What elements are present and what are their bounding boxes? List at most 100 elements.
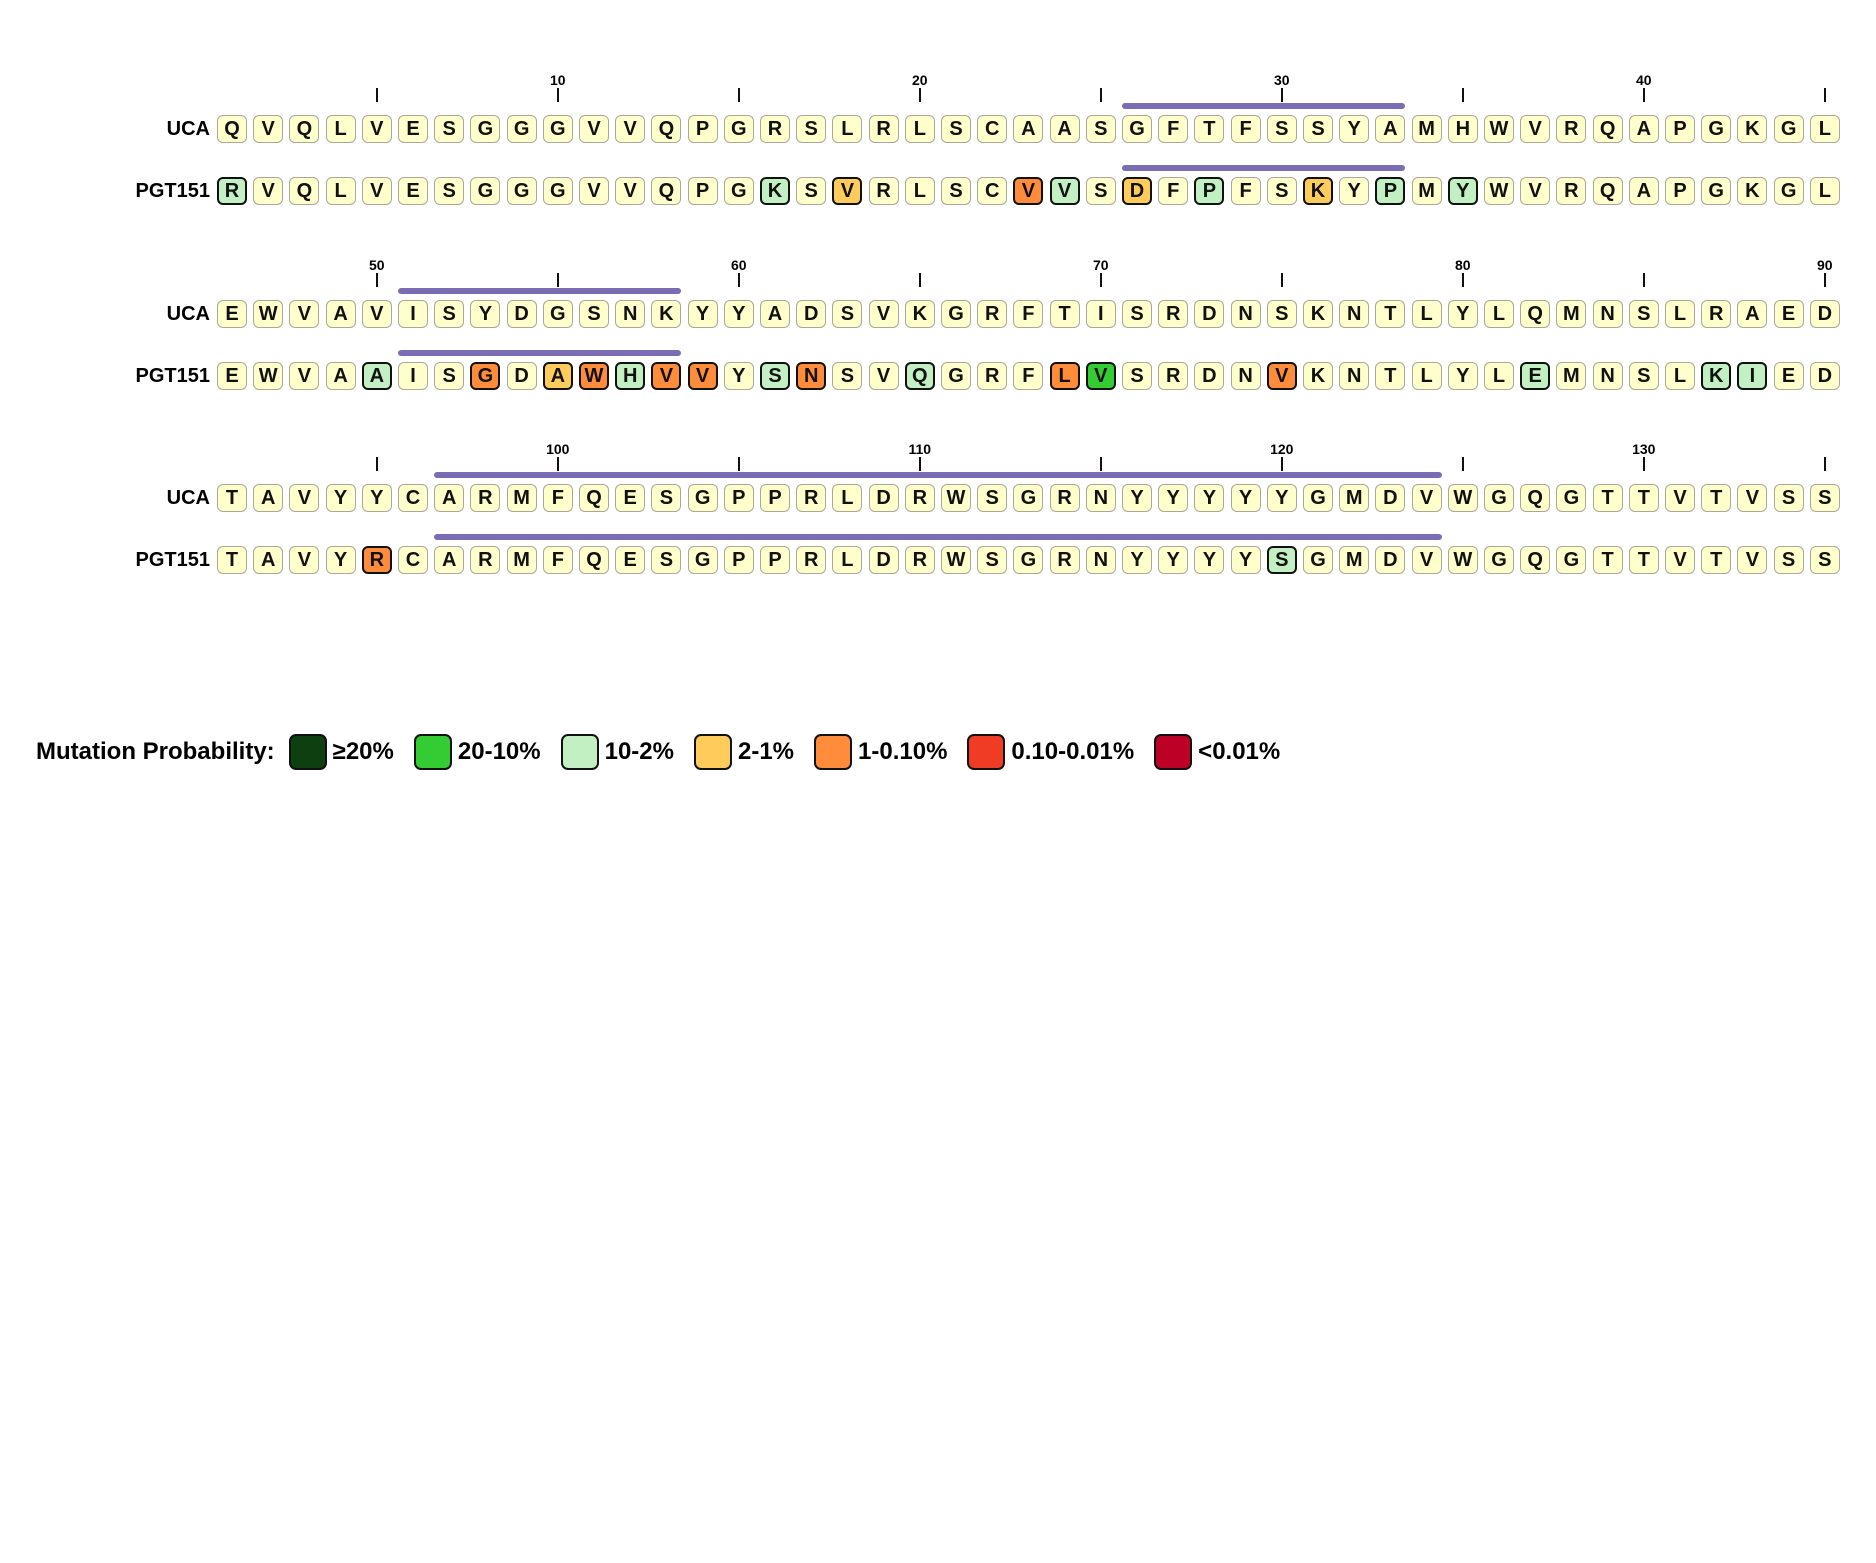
uca-residue: S: [832, 300, 863, 328]
pgt151-residue: V: [361, 177, 392, 205]
uca-residue: M: [506, 484, 537, 512]
pgt151-residue: L: [1484, 362, 1514, 390]
uca-residue: T: [217, 484, 247, 512]
uca-residue: Q: [1520, 484, 1551, 512]
pgt151-residue: S: [941, 177, 971, 205]
pgt151-residue: F: [542, 546, 573, 574]
uca-residue: C: [977, 115, 1008, 143]
uca-residue: A: [1013, 115, 1044, 143]
uca-residue: Y: [361, 484, 392, 512]
uca-residue: E: [217, 300, 247, 328]
uca-residue: S: [1122, 300, 1152, 328]
uca-residue: G: [1701, 115, 1732, 143]
legend-swatch: [967, 734, 1006, 770]
mutated-residue: S: [1266, 546, 1297, 574]
legend-swatch: [560, 734, 599, 770]
legend-label: 0.10-0.01%: [1011, 738, 1135, 765]
uca-residue: Y: [687, 300, 718, 328]
mutated-residue: V: [687, 362, 718, 390]
uca-residue: E: [398, 115, 428, 143]
pgt151-residue: W: [1484, 177, 1514, 205]
position-tick: [375, 88, 378, 102]
pgt151-residue: D: [1375, 546, 1406, 574]
pgt151-residue: I: [398, 362, 428, 390]
uca-residue: P: [723, 484, 754, 512]
pgt151-residue: S: [434, 362, 465, 390]
uca-residue: S: [1773, 484, 1804, 512]
uca-residue: T: [1375, 300, 1406, 328]
pgt151-residue: E: [217, 362, 247, 390]
uca-residue: D: [868, 484, 899, 512]
uca-residue: L: [1411, 300, 1442, 328]
mutated-residue: P: [1194, 177, 1225, 205]
pgt151-residue: L: [904, 177, 935, 205]
mutated-residue: A: [542, 362, 573, 390]
uca-residue: G: [542, 300, 573, 328]
uca-residue: E: [615, 484, 646, 512]
legend-label: ≥20%: [332, 738, 394, 765]
legend-label: <0.01%: [1198, 738, 1281, 765]
pgt151-residue: G: [941, 362, 971, 390]
pgt151-residue: S: [1809, 546, 1840, 574]
uca-residue: K: [651, 300, 682, 328]
position-label: 10: [550, 72, 566, 88]
uca-residue: G: [687, 484, 718, 512]
uca-residue: V: [615, 115, 646, 143]
cdr-bar-uca: [1122, 103, 1406, 109]
position-tick: [1461, 273, 1464, 287]
uca-residue: A: [325, 300, 356, 328]
pgt151-residue: R: [796, 546, 827, 574]
uca-residue: S: [977, 484, 1008, 512]
uca-residue: G: [723, 115, 754, 143]
pgt151-residue: Q: [289, 177, 320, 205]
uca-residue: N: [1592, 300, 1623, 328]
legend-swatch: [814, 734, 853, 770]
pgt151-residue: R: [868, 177, 899, 205]
position-tick: [1280, 273, 1283, 287]
mutated-residue: A: [361, 362, 392, 390]
pgt151-residue: K: [1303, 362, 1333, 390]
pgt151-residue: P: [687, 177, 718, 205]
uca-residue: D: [796, 300, 827, 328]
position-label: 100: [546, 441, 570, 457]
uca-residue: S: [1266, 300, 1297, 328]
mutated-residue: R: [217, 177, 247, 205]
position-label: 80: [1455, 257, 1471, 273]
position-tick: [375, 457, 378, 471]
pgt151-residue: G: [470, 177, 501, 205]
pgt151-residue: A: [1628, 177, 1659, 205]
position-label: 60: [731, 257, 747, 273]
uca-residue: G: [506, 115, 537, 143]
pgt151-residue: Q: [579, 546, 609, 574]
uca-residue: V: [253, 115, 284, 143]
uca-residue: L: [1484, 300, 1514, 328]
uca-residue: W: [1447, 484, 1478, 512]
uca-residue: G: [1556, 484, 1587, 512]
uca-residue: E: [1773, 300, 1804, 328]
pgt151-residue: Y: [1122, 546, 1152, 574]
uca-residue: N: [1085, 484, 1116, 512]
uca-residue: A: [1049, 115, 1080, 143]
pgt151-residue: P: [723, 546, 754, 574]
pgt151-residue: N: [1339, 362, 1370, 390]
mutated-residue: V: [1049, 177, 1080, 205]
pgt151-residue: G: [1303, 546, 1333, 574]
pgt151-residue: P: [1665, 177, 1695, 205]
pgt151-residue: R: [1556, 177, 1587, 205]
germline-label: UCA: [166, 303, 210, 325]
legend-swatch: [693, 734, 732, 770]
uca-residue: Y: [723, 300, 754, 328]
pgt151-residue: S: [832, 362, 863, 390]
position-tick: [1280, 88, 1283, 102]
mutated-residue: K: [1701, 362, 1732, 390]
pgt151-residue: S: [1266, 177, 1297, 205]
uca-residue: G: [470, 115, 501, 143]
pgt151-residue: S: [1628, 362, 1659, 390]
pgt151-residue: S: [1085, 177, 1116, 205]
legend-label: 20-10%: [457, 738, 541, 765]
uca-residue: V: [1737, 484, 1768, 512]
uca-residue: W: [253, 300, 284, 328]
pgt151-residue: Y: [325, 546, 356, 574]
mutated-residue: E: [1520, 362, 1551, 390]
mutated-residue: W: [579, 362, 609, 390]
